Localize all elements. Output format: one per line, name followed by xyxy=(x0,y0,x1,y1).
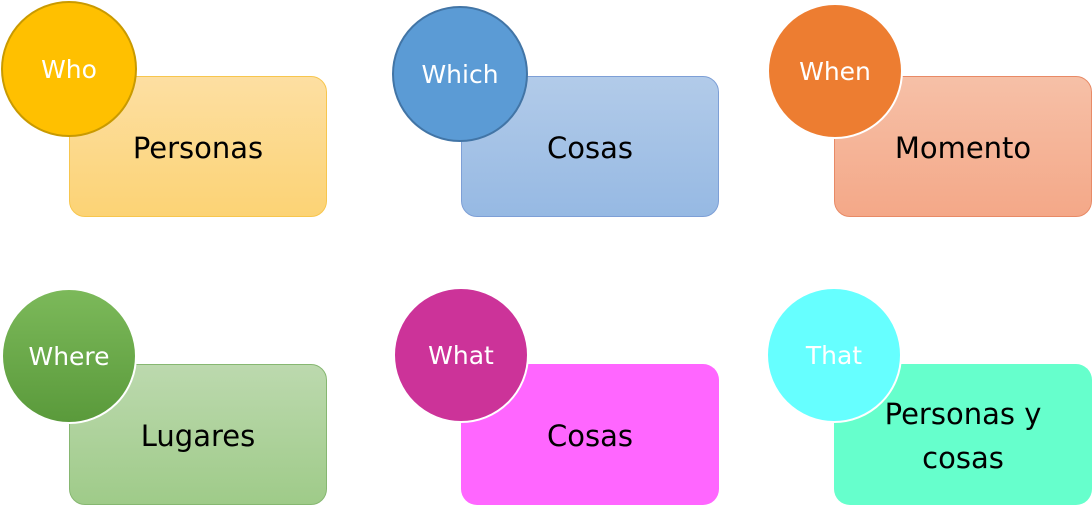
meaning-label-what: Cosas xyxy=(547,418,633,453)
keyword-label-that: That xyxy=(805,340,863,370)
keyword-circle-who: Who xyxy=(1,1,137,137)
keyword-circle-what: What xyxy=(393,287,529,423)
meaning-label-that: Personas y cosas xyxy=(884,397,1042,475)
meaning-box-that: Personas y cosas xyxy=(834,364,1092,505)
meaning-label-where: Lugares xyxy=(140,418,256,453)
keyword-circle-where: Where xyxy=(1,288,137,424)
keyword-circle-when: When xyxy=(767,3,903,139)
meaning-label-when: Momento xyxy=(894,130,1032,165)
meaning-label-which: Cosas xyxy=(547,130,633,165)
meaning-label-who: Personas xyxy=(132,130,264,165)
keyword-label-what: What xyxy=(428,340,494,370)
meaning-box-where: Lugares xyxy=(69,364,327,505)
keyword-label-who: Who xyxy=(41,54,97,84)
keyword-label-when: When xyxy=(799,56,871,86)
keyword-circle-that: That xyxy=(766,287,902,423)
meaning-box-which: Cosas xyxy=(461,76,719,217)
keyword-label-where: Where xyxy=(28,341,110,371)
keyword-circle-which: Which xyxy=(392,6,528,142)
keyword-label-which: Which xyxy=(421,59,499,89)
